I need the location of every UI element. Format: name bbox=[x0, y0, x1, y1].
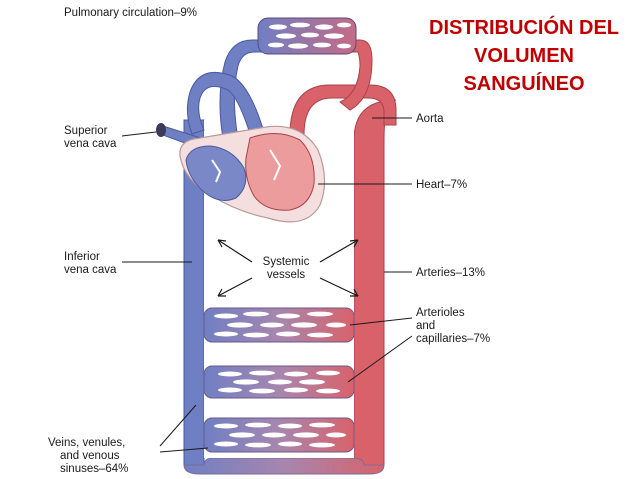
label-arteries: Arteries–13% bbox=[416, 267, 485, 279]
label-pulmonary-circulation: Pulmonary circulation–9% bbox=[64, 7, 197, 19]
label-inferior-vena-cava-1: Inferior bbox=[64, 251, 100, 263]
label-arterioles-2: and bbox=[416, 320, 435, 332]
label-inferior-vena-cava-2: vena cava bbox=[64, 264, 117, 276]
label-arterioles-1: Arterioles bbox=[416, 307, 465, 319]
leader-lines bbox=[121, 117, 413, 453]
label-aorta: Aorta bbox=[416, 113, 444, 125]
label-veins-1: Veins, venules, bbox=[48, 437, 125, 449]
label-superior-vena-cava-1: Superior bbox=[64, 125, 108, 137]
systemic-capillary-bed-2 bbox=[203, 365, 355, 399]
heart bbox=[179, 125, 326, 223]
systemic-vessels-arrows bbox=[217, 239, 359, 297]
label-systemic-vessels-2: vessels bbox=[267, 269, 306, 281]
label-arterioles-3: capillaries–7% bbox=[416, 333, 490, 345]
slide-title-line-3: SANGUÍNEO bbox=[463, 73, 585, 95]
slide-title: DISTRIBUCIÓN DEL VOLUMEN SANGUÍNEO bbox=[410, 14, 638, 98]
label-superior-vena-cava-2: vena cava bbox=[64, 138, 117, 150]
slide-title-line-1: DISTRIBUCIÓN DEL bbox=[429, 17, 619, 39]
label-veins-2: and venous bbox=[60, 450, 120, 462]
slide-title-line-2: VOLUMEN bbox=[474, 45, 574, 67]
label-systemic-vessels-1: Systemic bbox=[263, 256, 310, 268]
label-heart: Heart–7% bbox=[416, 179, 467, 191]
pulmonary-capillary-bed bbox=[257, 17, 357, 55]
systemic-capillary-bed-1 bbox=[203, 307, 355, 343]
label-veins-3: sinuses–64% bbox=[60, 463, 128, 475]
systemic-capillary-bed-3 bbox=[203, 417, 355, 453]
